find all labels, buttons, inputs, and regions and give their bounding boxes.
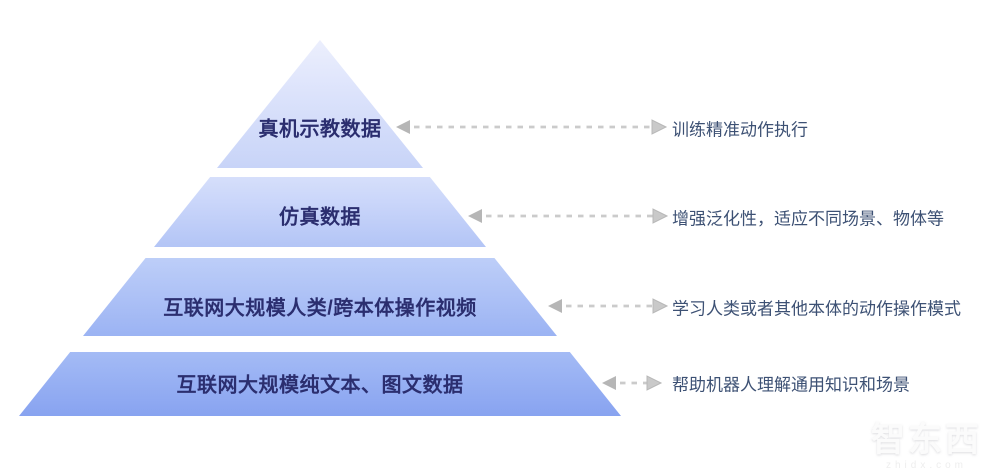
pyramid-layer-3-shape [83,258,557,336]
arrow-left-icon [396,120,410,134]
annotation-layer-3: 学习人类或者其他本体的动作操作模式 [672,299,961,319]
watermark: 智东西 zhidx.com [871,412,982,471]
arrow-row-2 [468,208,669,224]
pyramid-layer-4-label: 互联网大规模纯文本、图文数据 [176,374,464,397]
pyramid-layer-4-shape [19,352,621,416]
pyramid-layer-1-label: 真机示教数据 [258,118,382,141]
watermark-domain: zhidx.com [885,460,967,471]
annotation-layer-4: 帮助机器人理解通用知识和场景 [672,375,910,395]
pyramid-layer-2-shape [154,177,486,247]
arrow-right-icon [652,298,669,314]
arrow-row-4 [602,375,663,391]
arrow-right-icon [646,375,663,391]
annotation-layer-2: 增强泛化性，适应不同场景、物体等 [672,209,944,229]
watermark-logo: 智东西 [871,421,982,459]
annotation-layer-1: 训练精准动作执行 [672,120,808,140]
arrow-left-icon [468,209,482,223]
arrow-right-icon [652,208,669,224]
pyramid-layer-2-label: 仿真数据 [279,206,361,229]
arrow-left-icon [548,299,562,313]
arrow-row-1 [396,119,668,135]
arrow-left-icon [602,376,616,390]
arrow-right-icon [651,119,668,135]
pyramid-layer-3-label: 互联网大规模人类/跨本体操作视频 [163,297,477,320]
arrow-row-3 [548,298,669,314]
